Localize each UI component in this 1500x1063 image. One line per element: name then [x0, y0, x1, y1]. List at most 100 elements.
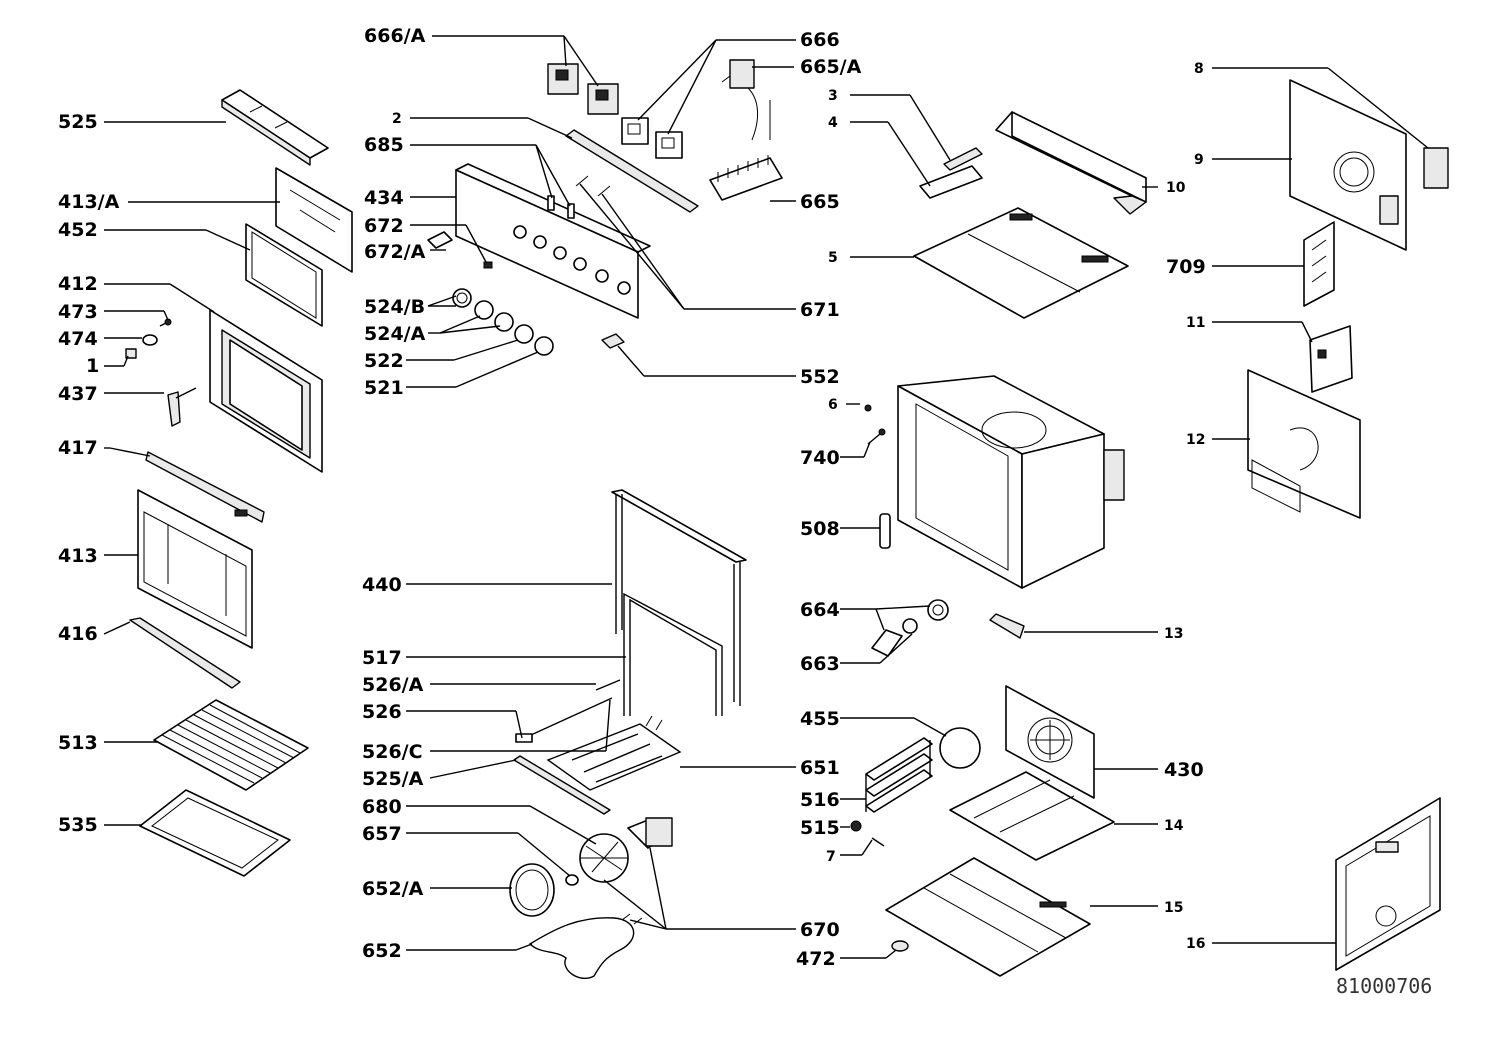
part-665a-thermostat [721, 59, 771, 141]
part-652-bottom-element [528, 913, 643, 979]
part-417-handle [145, 451, 265, 523]
label-672a: 672/A [364, 241, 426, 263]
part-16-side-panel [1335, 797, 1441, 971]
part-455-disc [939, 727, 981, 769]
part-413a-glass [275, 167, 353, 273]
label-652a: 652/A [362, 878, 424, 900]
part-416-bottom-strip [129, 617, 241, 689]
part-10-top-cover [995, 111, 1147, 215]
part-526-brackets [515, 679, 621, 743]
label-3: 3 [828, 88, 838, 104]
part-709-bracket [1303, 221, 1335, 307]
label-12: 12 [1186, 432, 1205, 448]
label-513: 513 [58, 732, 98, 754]
label-525a: 525/A [362, 768, 424, 790]
part-517-top-element [623, 592, 723, 716]
label-665a: 665/A [800, 56, 862, 78]
label-430: 430 [1164, 759, 1204, 781]
label-664: 664 [800, 599, 840, 621]
document-number: 81000706 [1336, 974, 1432, 998]
part-671-spindles [575, 175, 611, 197]
label-412: 412 [58, 273, 98, 295]
label-6: 6 [828, 397, 838, 413]
part-2-harness [565, 129, 699, 213]
part-labels: 525 413/A 452 412 473 474 1 437 417 413 … [58, 25, 1206, 970]
label-452: 452 [58, 219, 98, 241]
part-14-bottom-panel [949, 771, 1115, 861]
label-515: 515 [800, 817, 840, 839]
part-663-lamp-holder [871, 618, 918, 657]
part-472-foot [891, 940, 909, 952]
part-412-inner-door [209, 309, 323, 473]
label-665: 665 [800, 191, 840, 213]
part-6-screw [864, 404, 872, 412]
part-525-vent-strip [221, 89, 329, 166]
label-524b: 524/B [364, 296, 425, 318]
label-526a: 526/A [362, 674, 424, 696]
label-670: 670 [800, 919, 840, 941]
part-666a-switches [547, 63, 619, 115]
label-672: 672 [364, 215, 404, 237]
label-524a: 524/A [364, 323, 426, 345]
part-652a-ring-element [509, 863, 555, 917]
part-665-terminal-block [709, 155, 783, 201]
part-oven-cavity [897, 375, 1125, 589]
part-664-lamp [927, 599, 949, 621]
part-524b-knobs [452, 288, 472, 308]
part-552-clip [601, 333, 625, 349]
label-4: 4 [828, 115, 838, 131]
part-740-screw [867, 428, 886, 445]
label-2: 2 [392, 111, 402, 127]
part-670-fan-motor [627, 817, 673, 849]
label-10: 10 [1166, 180, 1186, 196]
part-508-lamp-cover [879, 513, 891, 549]
part-657-nut [565, 874, 579, 886]
label-657: 657 [362, 823, 402, 845]
part-513-wire-shelf [153, 699, 309, 791]
label-685: 685 [364, 134, 404, 156]
part-672-bracket [427, 231, 453, 249]
label-508: 508 [800, 518, 840, 540]
label-740: 740 [800, 447, 840, 469]
part-474-bush [142, 334, 158, 346]
label-651: 651 [800, 757, 840, 779]
part-666-switches [621, 117, 683, 159]
part-535-tray [139, 789, 291, 877]
label-521: 521 [364, 377, 404, 399]
label-7: 7 [826, 849, 836, 865]
label-652: 652 [362, 940, 402, 962]
label-663: 663 [800, 653, 840, 675]
part-13-bracket [989, 613, 1025, 639]
label-526c: 526/C [362, 741, 423, 763]
label-517: 517 [362, 647, 402, 669]
label-9: 9 [1194, 152, 1204, 168]
label-15: 15 [1164, 900, 1183, 916]
part-15-base-plate [885, 857, 1091, 977]
label-8: 8 [1194, 61, 1204, 77]
part-437-hinge [167, 387, 197, 427]
part-452-inner-glass [245, 223, 323, 327]
label-14: 14 [1164, 818, 1184, 834]
part-672a-spring [483, 261, 493, 269]
label-680: 680 [362, 796, 402, 818]
leader-lines [103, 35, 1429, 959]
label-522: 522 [364, 350, 404, 372]
label-552: 552 [800, 366, 840, 388]
label-473: 473 [58, 301, 98, 323]
part-522-knob [514, 324, 534, 344]
part-651-grill-element [546, 715, 682, 791]
part-9-rear-panel [1289, 79, 1407, 251]
label-525: 525 [58, 111, 98, 133]
label-5: 5 [828, 250, 838, 266]
label-474: 474 [58, 328, 98, 350]
part-516-shelf-rails [865, 737, 933, 813]
label-16: 16 [1186, 936, 1205, 952]
label-417: 417 [58, 437, 98, 459]
label-440: 440 [362, 574, 402, 596]
part-434-control-panel [455, 163, 651, 319]
part-12-side-bracket [1247, 369, 1361, 519]
label-666a: 666/A [364, 25, 426, 47]
part-7-screw [871, 837, 885, 847]
label-535: 535 [58, 814, 98, 836]
